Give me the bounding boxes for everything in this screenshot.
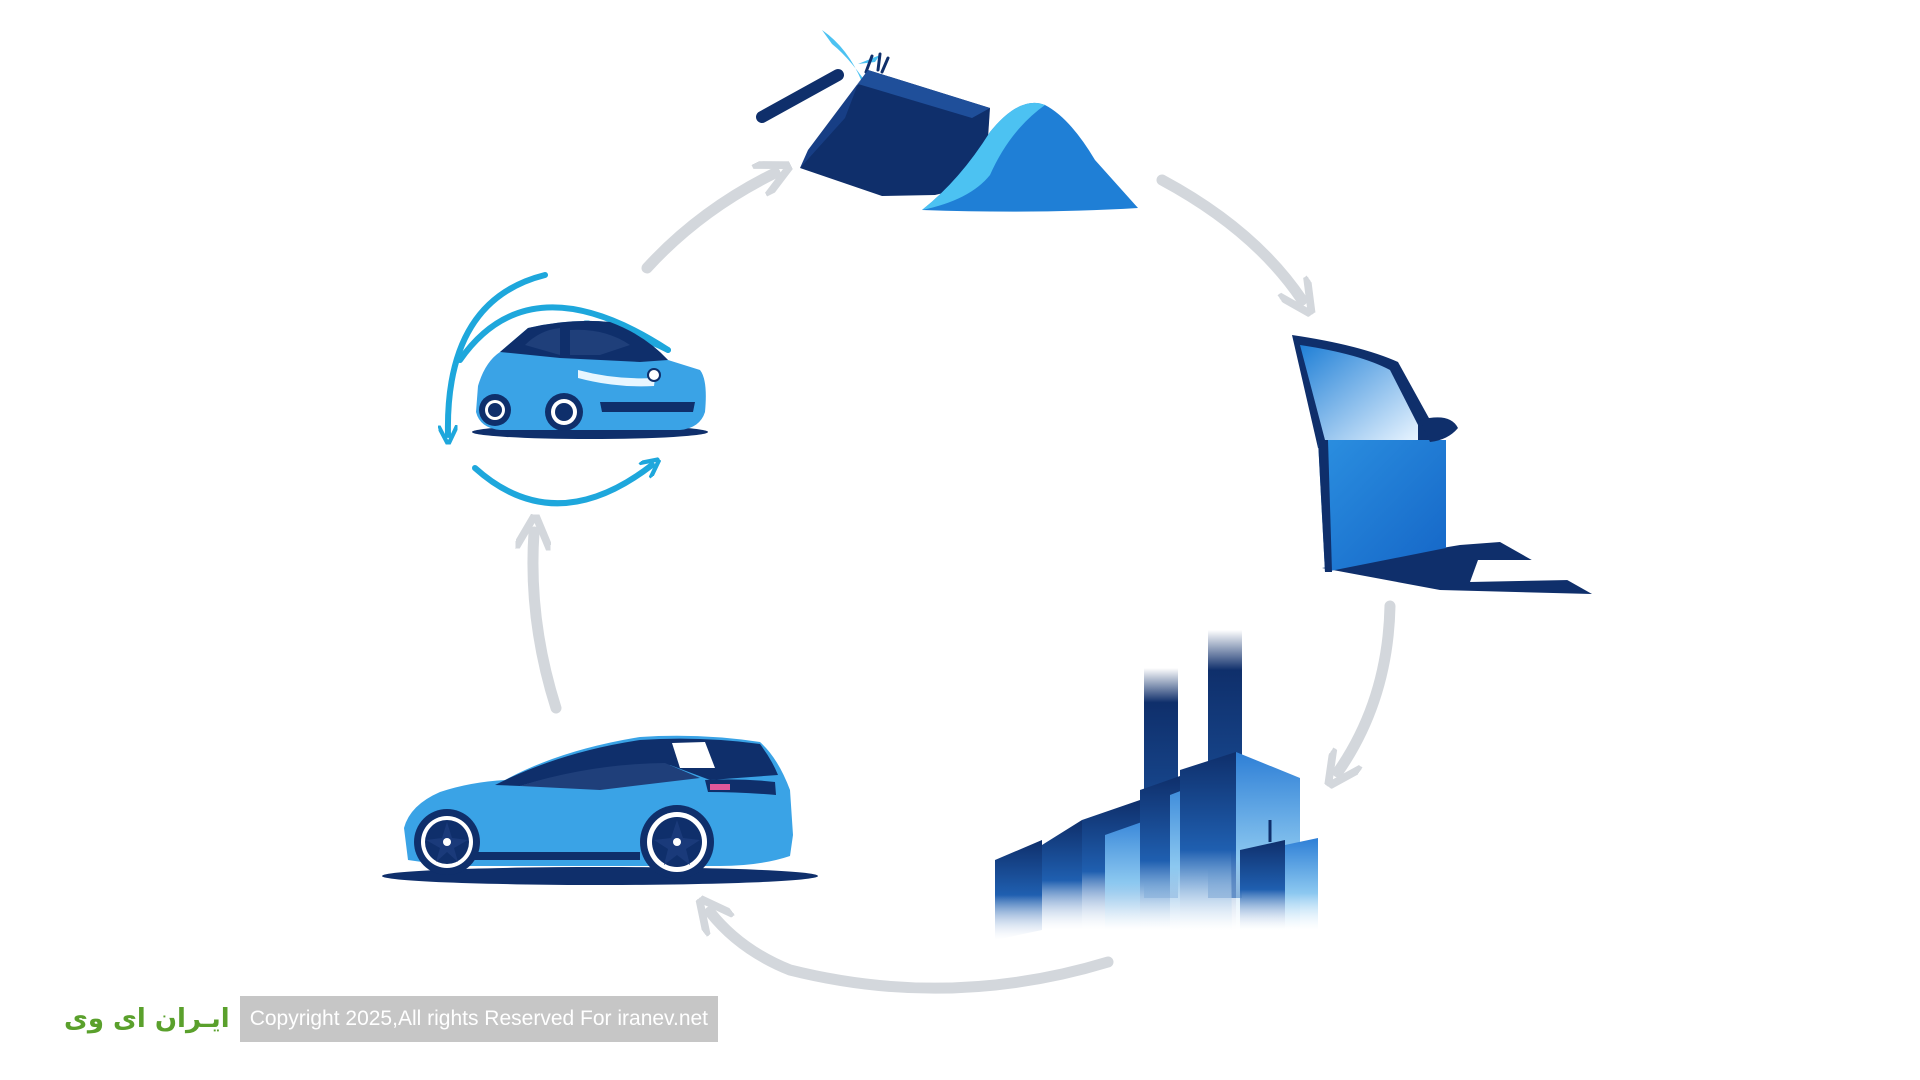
electric-car-icon <box>382 735 818 885</box>
recycling-car-icon <box>448 272 708 507</box>
wheel-front <box>414 809 480 875</box>
arrow-door-to-factory <box>1338 600 1396 772</box>
recycle-arrow-bottom <box>472 465 652 507</box>
arrow-mining-to-door <box>1156 174 1302 300</box>
factory-icon <box>995 630 1318 940</box>
iranev-logo: ایـران ای وی <box>64 1004 230 1034</box>
recycle-car-wheel-left <box>479 394 511 426</box>
wheel-rear <box>640 805 714 879</box>
cycle-arrows <box>533 173 1396 994</box>
watermark: ایـران ای وی Copyright 2025,All rights R… <box>64 996 719 1042</box>
arrow-recycle-to-mining <box>641 173 775 274</box>
copyright-notice: Copyright 2025,All rights Reserved For i… <box>239 996 719 1042</box>
car-door-icon <box>1292 335 1592 594</box>
arrow-car-to-recycle <box>533 532 562 714</box>
mining-pickaxe-icon <box>756 30 1138 212</box>
arrow-factory-to-car <box>710 912 1114 994</box>
recycle-car-wheel-right <box>545 393 583 431</box>
recycle-arrow-left <box>448 272 548 435</box>
